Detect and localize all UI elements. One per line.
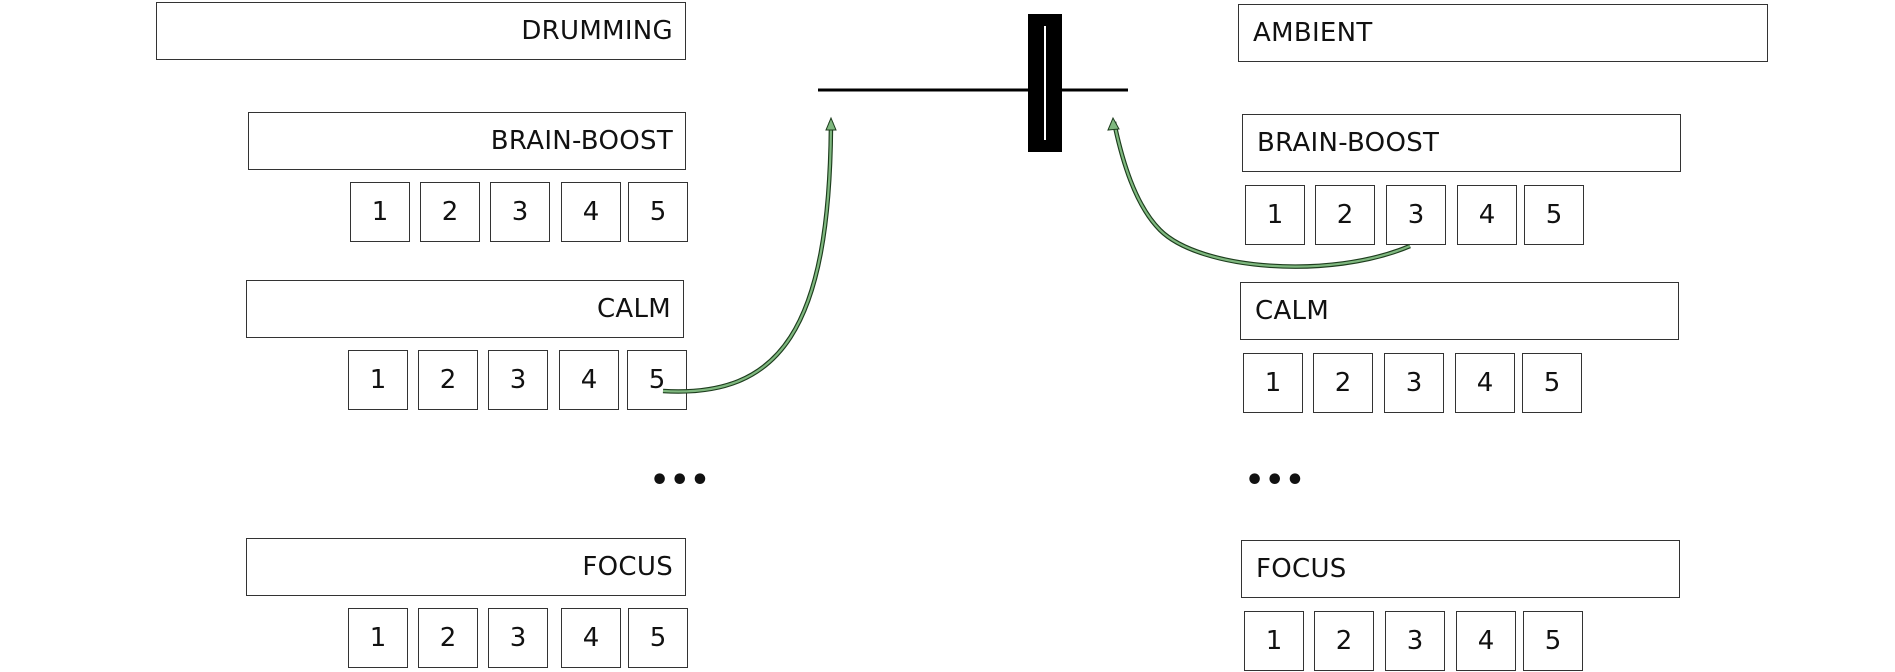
drumming-calm-level-2[interactable]: 2 <box>418 350 478 410</box>
drumming-focus-level-4[interactable]: 4 <box>561 608 621 668</box>
ambient-calm-level-2[interactable]: 2 <box>1313 353 1373 413</box>
ambient-header: AMBIENT <box>1238 4 1768 62</box>
drumming-brain-boost-level-1[interactable]: 1 <box>350 182 410 242</box>
category-label: BRAIN-BOOST <box>1257 128 1440 158</box>
drumming-calm-level-1[interactable]: 1 <box>348 350 408 410</box>
ambient-brain-boost-category: BRAIN-BOOST <box>1242 114 1681 172</box>
ambient-header-label: AMBIENT <box>1253 18 1373 48</box>
drumming-calm-level-4[interactable]: 4 <box>559 350 619 410</box>
ambient-focus-level-1[interactable]: 1 <box>1244 611 1304 671</box>
ambient-calm-level-4[interactable]: 4 <box>1455 353 1515 413</box>
drumming-calm-category: CALM <box>246 280 684 338</box>
drumming-brain-boost-category: BRAIN-BOOST <box>248 112 686 170</box>
crossfader-slider-icon[interactable] <box>1028 14 1062 152</box>
drumming-header-label: DRUMMING <box>521 16 673 46</box>
drumming-focus-level-5[interactable]: 5 <box>628 608 688 668</box>
ambient-focus-level-5[interactable]: 5 <box>1523 611 1583 671</box>
drumming-brain-boost-level-3[interactable]: 3 <box>490 182 550 242</box>
ambient-brain-boost-level-1[interactable]: 1 <box>1245 185 1305 245</box>
category-label: FOCUS <box>1256 554 1347 584</box>
category-label: CALM <box>1255 296 1330 326</box>
ambient-more-ellipsis: ••• <box>1245 463 1306 498</box>
ambient-calm-level-5[interactable]: 5 <box>1522 353 1582 413</box>
drumming-focus-level-2[interactable]: 2 <box>418 608 478 668</box>
drumming-more-ellipsis: ••• <box>650 463 711 498</box>
category-label: BRAIN-BOOST <box>490 126 673 156</box>
ambient-brain-boost-level-5[interactable]: 5 <box>1524 185 1584 245</box>
drumming-calm-level-5[interactable]: 5 <box>627 350 687 410</box>
drumming-focus-level-3[interactable]: 3 <box>488 608 548 668</box>
ambient-brain-boost-level-3[interactable]: 3 <box>1386 185 1446 245</box>
drumming-brain-boost-level-2[interactable]: 2 <box>420 182 480 242</box>
ambient-calm-level-1[interactable]: 1 <box>1243 353 1303 413</box>
category-label: CALM <box>596 294 671 324</box>
ambient-focus-category: FOCUS <box>1241 540 1680 598</box>
drumming-focus-level-1[interactable]: 1 <box>348 608 408 668</box>
arrow-drumming-calm-5-to-mixer <box>662 116 837 394</box>
drumming-brain-boost-level-4[interactable]: 4 <box>561 182 621 242</box>
category-label: FOCUS <box>582 552 673 582</box>
ambient-brain-boost-level-4[interactable]: 4 <box>1457 185 1517 245</box>
drumming-brain-boost-level-5[interactable]: 5 <box>628 182 688 242</box>
ambient-focus-level-2[interactable]: 2 <box>1314 611 1374 671</box>
drumming-calm-level-3[interactable]: 3 <box>488 350 548 410</box>
drumming-focus-category: FOCUS <box>246 538 686 596</box>
ambient-calm-level-3[interactable]: 3 <box>1384 353 1444 413</box>
ambient-focus-level-4[interactable]: 4 <box>1456 611 1516 671</box>
ambient-brain-boost-level-2[interactable]: 2 <box>1315 185 1375 245</box>
ambient-calm-category: CALM <box>1240 282 1679 340</box>
drumming-header: DRUMMING <box>156 2 686 60</box>
ambient-focus-level-3[interactable]: 3 <box>1385 611 1445 671</box>
